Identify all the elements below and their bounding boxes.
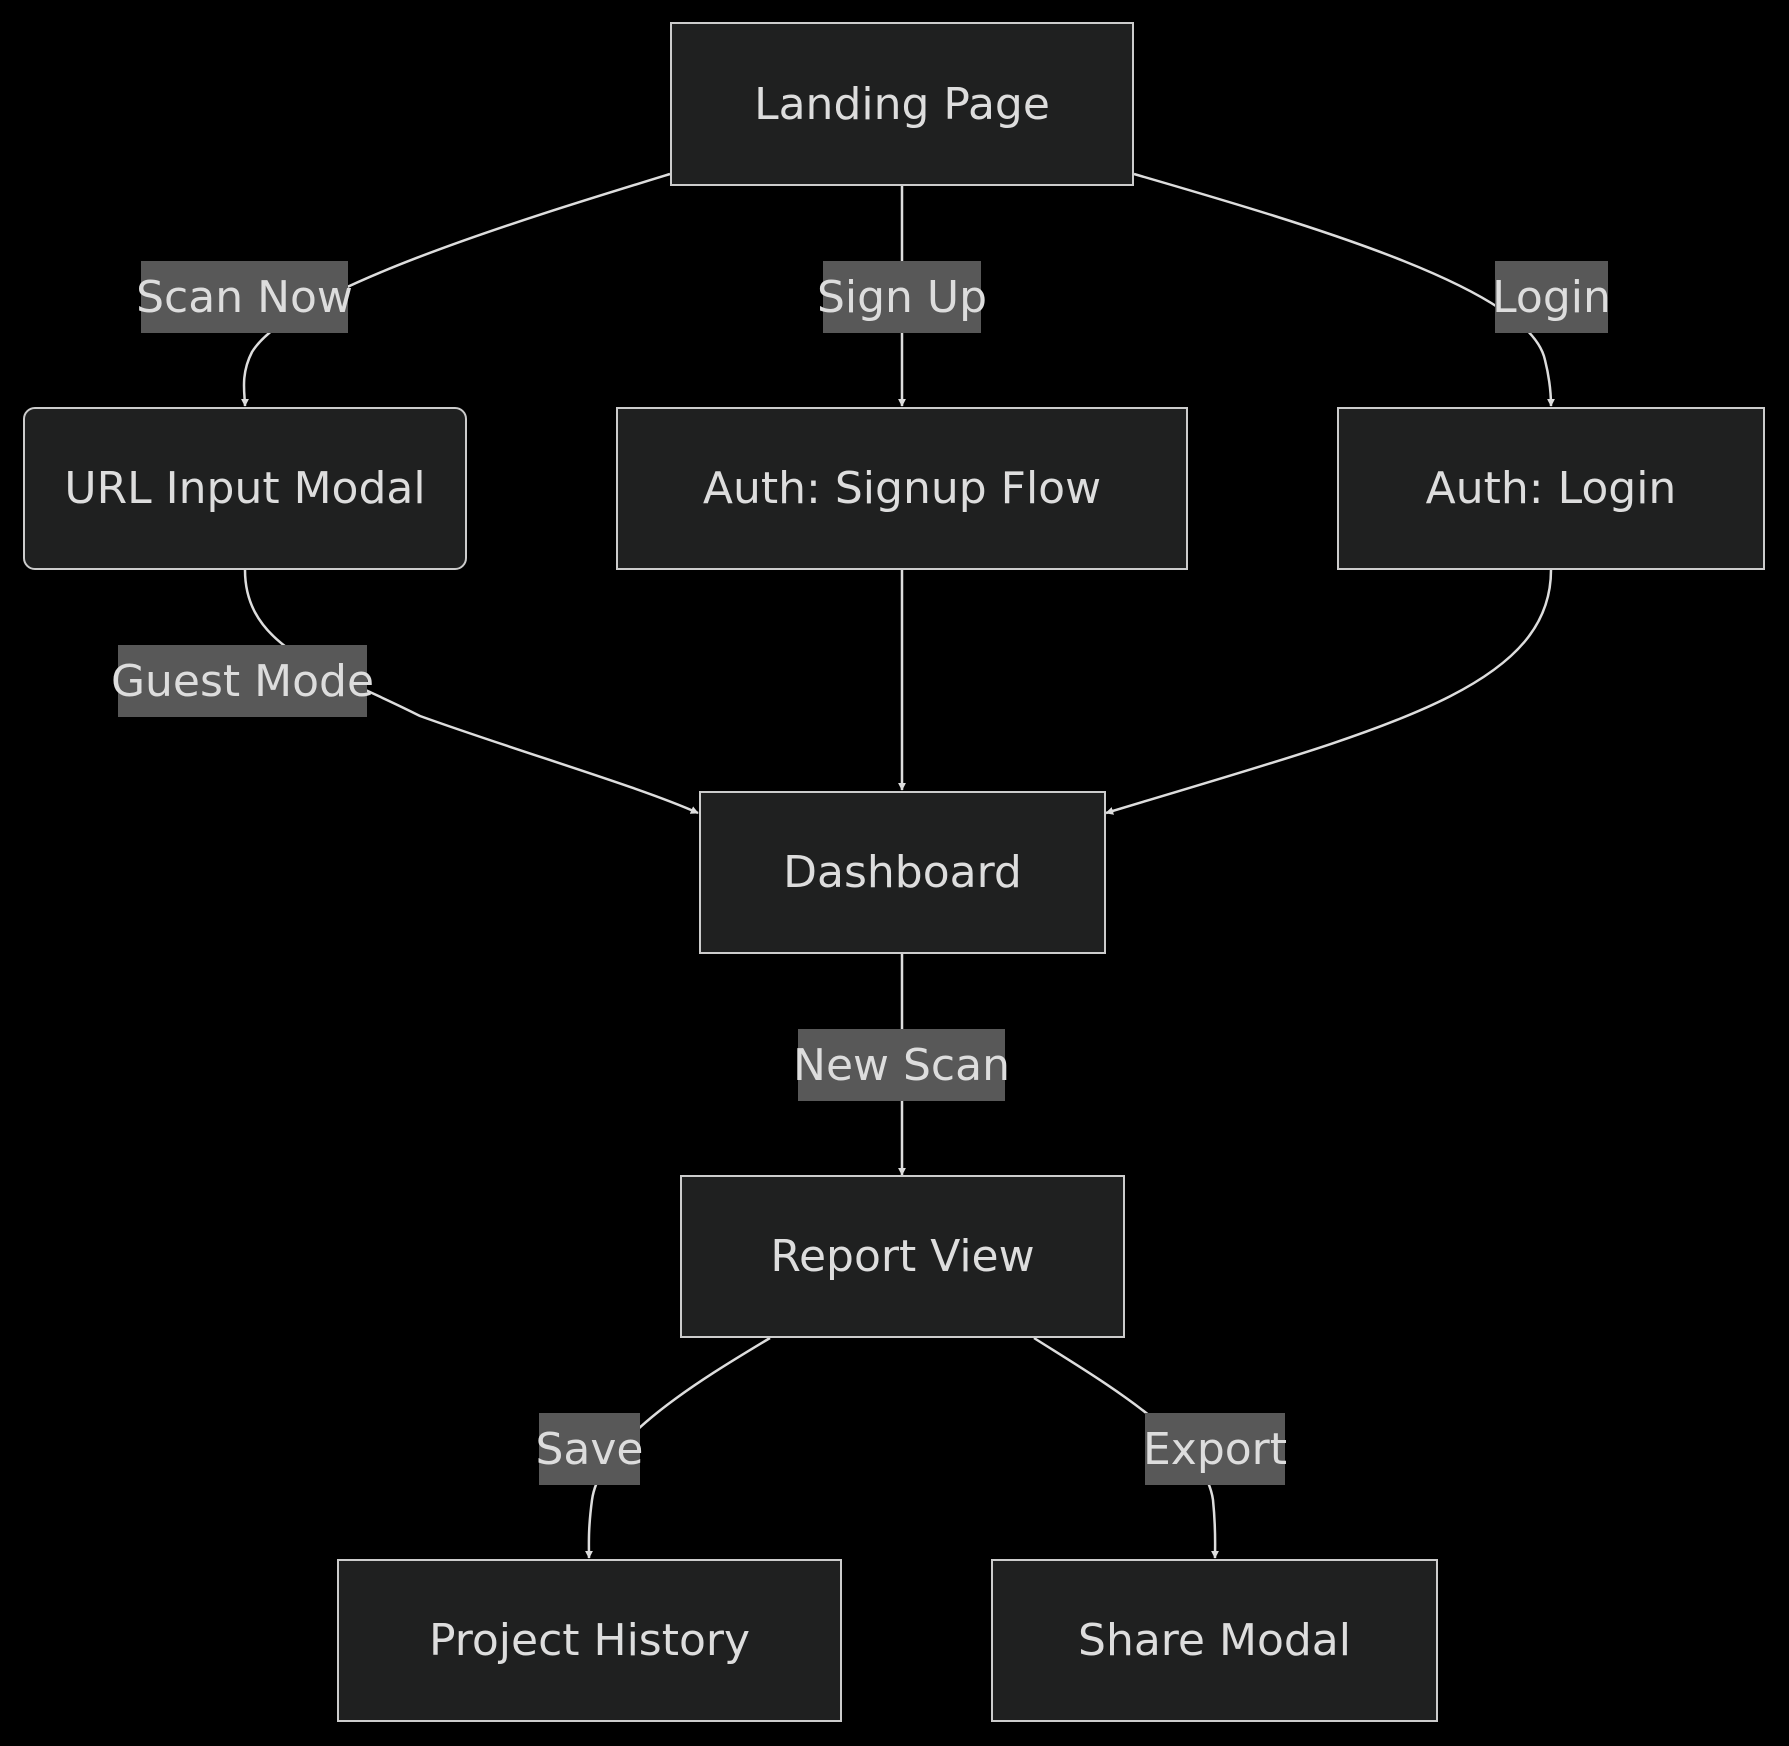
edge-label-export: Export — [1143, 1413, 1287, 1485]
edge-login — [1133, 172, 1555, 407]
edge-guest-mode — [243, 569, 699, 815]
node-auth-login-label: Auth: Login — [1425, 463, 1677, 514]
node-share-modal[interactable]: Share Modal — [991, 1559, 1438, 1722]
node-landing-page[interactable]: Landing Page — [670, 22, 1134, 186]
node-project-history-label: Project History — [428, 1615, 751, 1666]
node-auth-signup-flow[interactable]: Auth: Signup Flow — [616, 407, 1188, 570]
node-share-modal-label: Share Modal — [1078, 1615, 1351, 1666]
edge-label-guest-mode: Guest Mode — [111, 645, 374, 717]
edge-label-login: Login — [1492, 261, 1611, 333]
edge-login-dashboard — [1105, 569, 1553, 815]
edge-label-new-scan: New Scan — [793, 1029, 1010, 1101]
node-url-input-modal-label: URL Input Modal — [64, 463, 426, 514]
node-landing-page-label: Landing Page — [754, 78, 1050, 130]
node-dashboard-label: Dashboard — [783, 847, 1022, 898]
edge-label-save: Save — [536, 1413, 644, 1485]
node-auth-login[interactable]: Auth: Login — [1337, 407, 1765, 570]
node-report-view[interactable]: Report View — [680, 1175, 1125, 1338]
node-dashboard[interactable]: Dashboard — [699, 791, 1106, 954]
edge-label-sign-up: Sign Up — [817, 261, 987, 333]
edge-label-scan-now: Scan Now — [136, 261, 353, 333]
node-url-input-modal[interactable]: URL Input Modal — [23, 407, 467, 570]
node-project-history[interactable]: Project History — [337, 1559, 842, 1722]
node-report-view-label: Report View — [770, 1231, 1035, 1282]
node-auth-signup-flow-label: Auth: Signup Flow — [702, 463, 1102, 514]
